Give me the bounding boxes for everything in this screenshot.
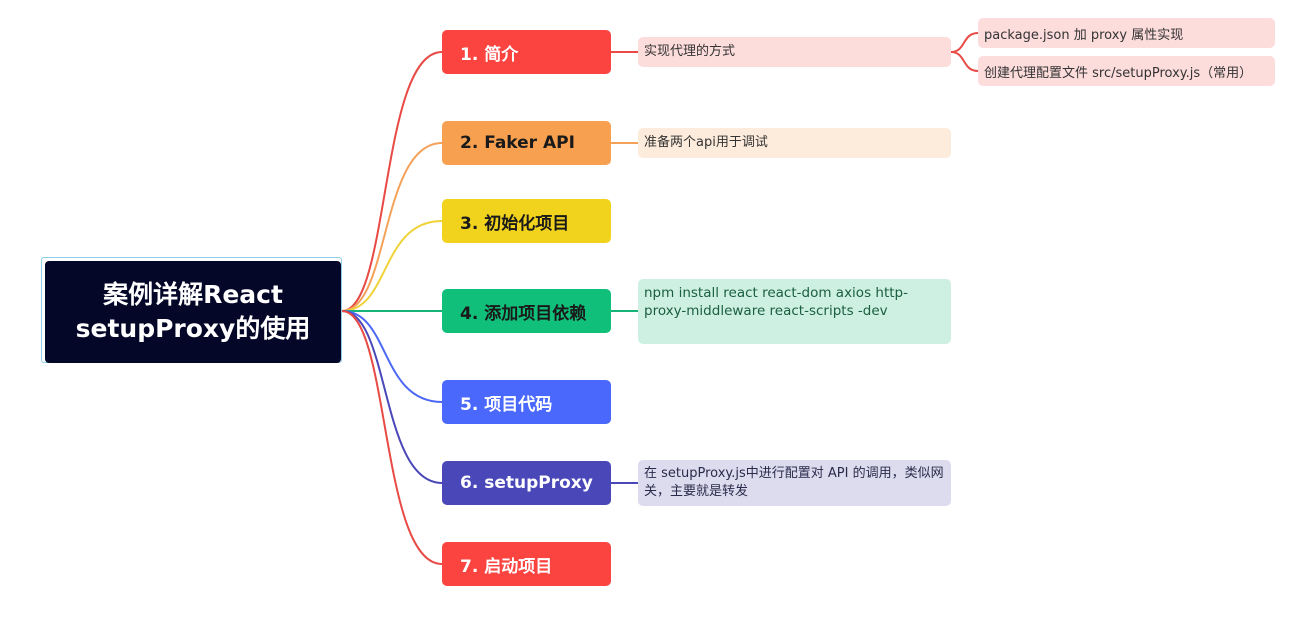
branch-setup-proxy[interactable]: 6. setupProxy bbox=[442, 461, 611, 505]
branch-project-code[interactable]: 5. 项目代码 bbox=[442, 380, 611, 424]
connector-root-branch-3 bbox=[341, 220, 443, 312]
branch-init-project[interactable]: 3. 初始化项目 bbox=[442, 199, 611, 243]
note-intro[interactable]: 实现代理的方式 bbox=[638, 37, 951, 67]
branch-faker-api[interactable]: 2. Faker API bbox=[442, 121, 611, 165]
sub-topic-package-json-proxy[interactable]: package.json 加 proxy 属性实现 bbox=[978, 18, 1275, 48]
branch-start-project[interactable]: 7. 启动项目 bbox=[442, 542, 611, 586]
note-dependencies[interactable]: npm install react react-dom axios http-p… bbox=[638, 279, 951, 344]
branch-setup-proxy-label: 6. setupProxy bbox=[460, 473, 593, 493]
branch-add-dependencies[interactable]: 4. 添加项目依赖 bbox=[442, 289, 611, 333]
branch-project-code-label: 5. 项目代码 bbox=[460, 394, 553, 415]
connector-root-branch-5 bbox=[341, 310, 443, 403]
sub-topic-setup-proxy-file[interactable]: 创建代理配置文件 src/setupProxy.js（常用） bbox=[978, 56, 1275, 86]
branch-init-project-label: 3. 初始化项目 bbox=[460, 213, 570, 234]
branch-intro-label: 1. 简介 bbox=[460, 44, 519, 65]
connector-root-branch-1 bbox=[341, 51, 443, 312]
branch-faker-api-label: 2. Faker API bbox=[460, 133, 575, 153]
connector-root-branch-2 bbox=[341, 142, 443, 312]
root-topic-line-2: setupProxy的使用 bbox=[75, 314, 311, 343]
branch-intro[interactable]: 1. 简介 bbox=[442, 30, 611, 74]
note-setup-proxy[interactable]: 在 setupProxy.js中进行配置对 API 的调用，类似网关，主要就是转… bbox=[638, 460, 951, 506]
root-topic[interactable]: 案例详解React setupProxy的使用 bbox=[45, 261, 341, 363]
connector-note-sub-2 bbox=[950, 51, 979, 72]
connector-root-branch-6 bbox=[341, 310, 443, 484]
branch-add-dependencies-label: 4. 添加项目依赖 bbox=[460, 303, 587, 324]
connector-note-sub-1 bbox=[950, 32, 979, 53]
branch-start-project-label: 7. 启动项目 bbox=[460, 556, 553, 577]
root-topic-line-1: 案例详解React bbox=[103, 280, 283, 309]
connector-root-branch-7 bbox=[341, 310, 443, 565]
note-faker-api[interactable]: 准备两个api用于调试 bbox=[638, 128, 951, 158]
